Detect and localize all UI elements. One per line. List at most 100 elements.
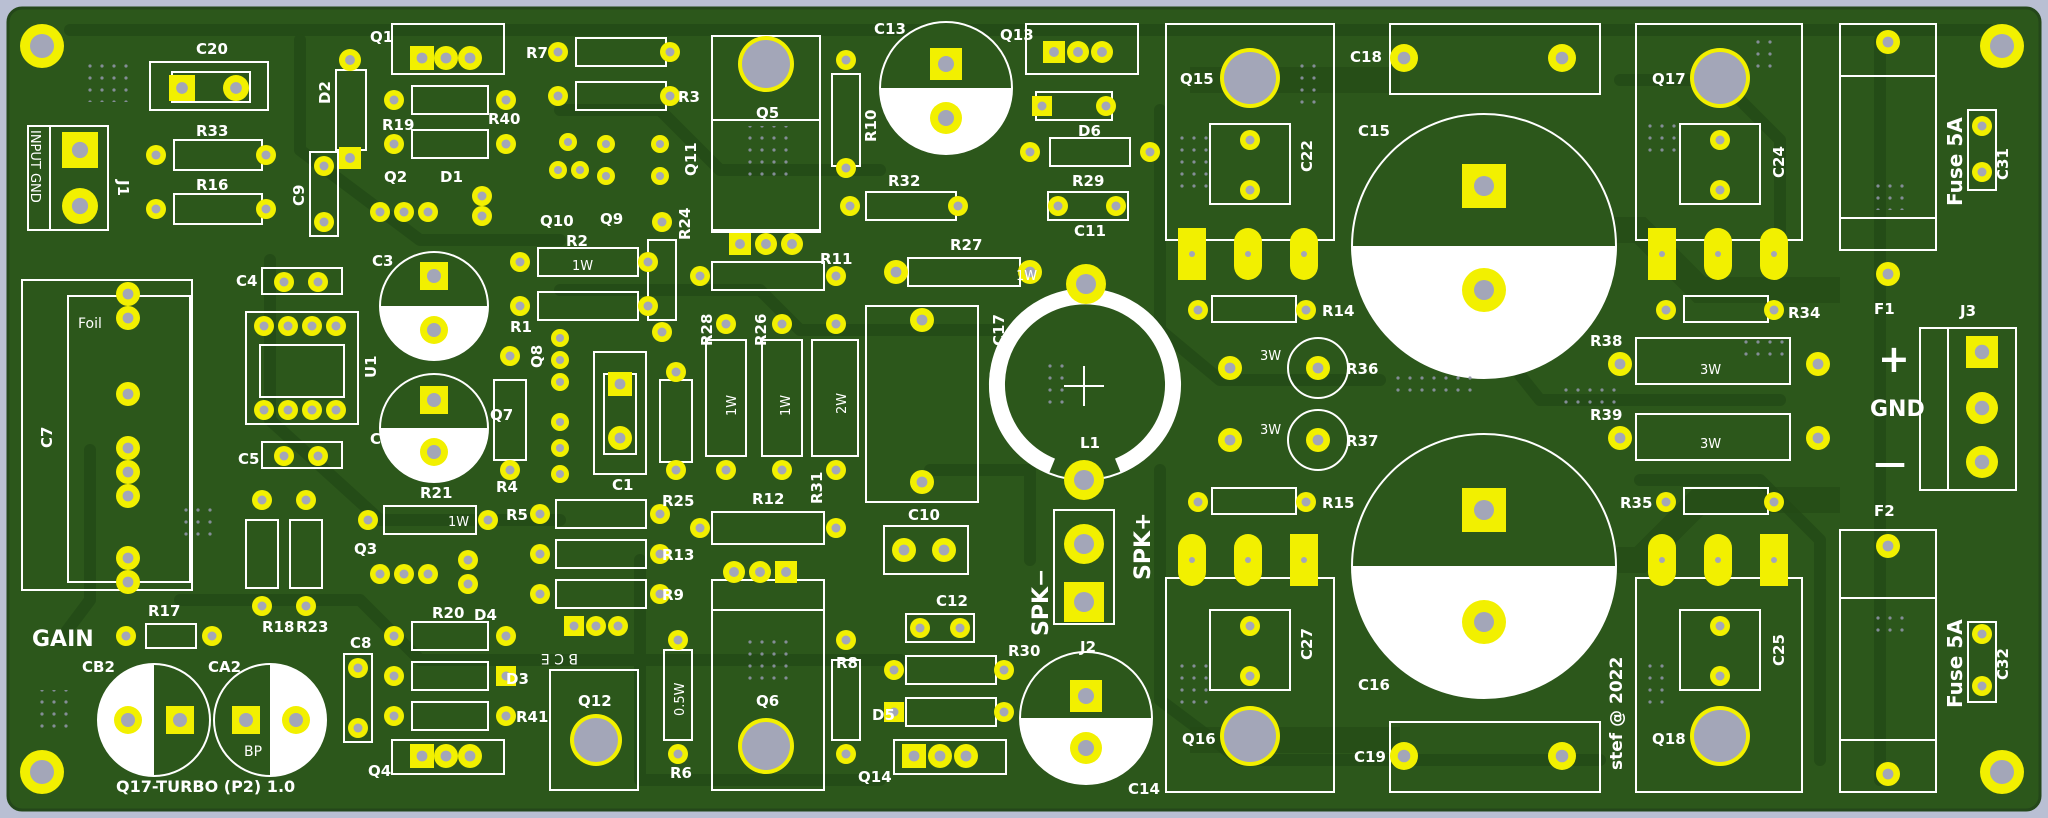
drill: [331, 321, 341, 331]
ref-c31: C31: [1994, 148, 2012, 180]
ref-c4: C4: [236, 272, 257, 290]
drill: [122, 388, 134, 400]
ref-r15: R15: [1322, 494, 1354, 512]
ref-r35: R35: [1620, 494, 1652, 512]
ref-r26: R26: [752, 314, 770, 346]
drill: [890, 266, 902, 278]
drill: [955, 623, 965, 633]
ref-c12: C12: [936, 592, 968, 610]
drill: [1715, 671, 1725, 681]
drill: [555, 355, 565, 365]
ref-c20: C20: [196, 40, 228, 58]
ref-r5: R5: [506, 506, 528, 524]
bp-label: BP: [244, 744, 262, 760]
drill: [777, 465, 787, 475]
ref-q7: Q7: [490, 406, 513, 424]
drill: [1189, 557, 1195, 563]
drill: [999, 707, 1009, 717]
drill: [389, 711, 399, 721]
drill: [999, 665, 1009, 675]
drill: [505, 465, 515, 475]
ref-d1: D1: [440, 168, 463, 186]
drill: [1614, 432, 1626, 444]
drill: [916, 314, 928, 326]
fuse2-label: Fuse 5A: [1943, 619, 1967, 708]
drill: [665, 91, 675, 101]
drill: [1245, 557, 1251, 563]
drill: [601, 139, 611, 149]
drill: [1715, 621, 1725, 631]
drill: [735, 239, 745, 249]
power-rating-label: 3W: [1260, 423, 1281, 438]
drill: [1301, 251, 1307, 257]
drill: [71, 197, 89, 215]
ref-r3: R3: [678, 88, 700, 106]
gain-label: GAIN: [32, 627, 94, 652]
drill: [671, 367, 681, 377]
drill: [1659, 251, 1665, 257]
drill: [787, 239, 797, 249]
ref-c3: C3: [372, 252, 393, 270]
drill: [279, 277, 289, 287]
power-rating-label: 1W: [572, 259, 593, 274]
ref-r13: R13: [662, 546, 694, 564]
drill: [389, 671, 399, 681]
drill: [1145, 147, 1155, 157]
drill: [515, 301, 525, 311]
drill: [1224, 434, 1236, 446]
capacitor-cb2: [97, 663, 211, 777]
drill: [1771, 557, 1777, 563]
drill: [1977, 681, 1987, 691]
drill: [1301, 305, 1311, 315]
drill: [416, 52, 428, 64]
power-rating-label: 3W: [1260, 349, 1281, 364]
gnd-label: GND: [1870, 397, 1925, 422]
drill: [673, 635, 683, 645]
input-gnd-label: INPUT GND: [27, 130, 42, 203]
drill: [845, 201, 855, 211]
drill: [477, 211, 487, 221]
ref-q8: Q8: [528, 345, 546, 368]
ref-c14: C14: [1128, 780, 1160, 798]
ref-c17: C17: [990, 314, 1008, 346]
ref-r27: R27: [950, 236, 982, 254]
drill: [841, 635, 851, 645]
foil-label: Foil: [78, 316, 102, 332]
drill: [555, 333, 565, 343]
power-rating-label: 1W: [779, 395, 794, 416]
drill: [122, 312, 134, 324]
drill: [1245, 135, 1255, 145]
drill: [151, 150, 161, 160]
drill: [501, 711, 511, 721]
power-rating-label: 3W: [1700, 437, 1721, 452]
drill: [1812, 358, 1824, 370]
via-patches: [40, 36, 1910, 730]
drill: [375, 207, 385, 217]
drill: [1024, 266, 1036, 278]
drill: [389, 631, 399, 641]
drill: [781, 567, 791, 577]
drill: [613, 621, 623, 631]
drill: [535, 509, 545, 519]
drill: [655, 589, 665, 599]
ref-q15: Q15: [1180, 70, 1214, 88]
ref-c13: C13: [874, 20, 906, 38]
silkscreen-layer: [21, 23, 2017, 793]
drill: [1073, 47, 1083, 57]
ref-r34: R34: [1788, 304, 1820, 322]
drill: [1555, 51, 1569, 65]
spk-minus-label: SPK−: [1029, 569, 1054, 636]
drill: [1301, 497, 1311, 507]
drill: [695, 523, 705, 533]
drill: [591, 621, 601, 631]
ref-r36: R36: [1346, 360, 1378, 378]
capacitor-c16: [1351, 433, 1617, 699]
ref-c7: C7: [38, 427, 56, 448]
ref-d2: D2: [316, 81, 334, 104]
drill: [259, 405, 269, 415]
drill: [916, 476, 928, 488]
drill: [319, 161, 329, 171]
drill: [399, 207, 409, 217]
drill: [1715, 557, 1721, 563]
